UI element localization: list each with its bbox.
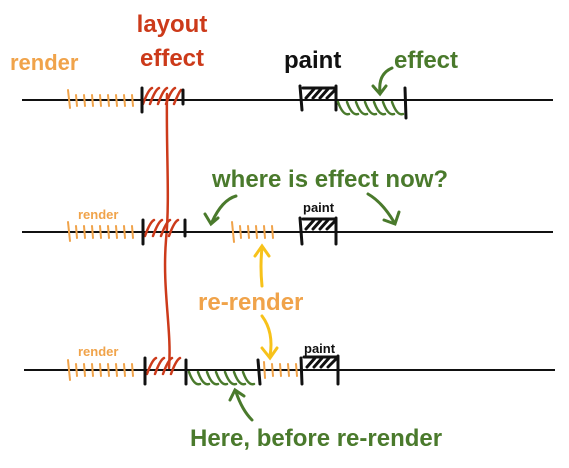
paint-segment-1	[301, 86, 336, 100]
effect-segment-3	[187, 370, 256, 386]
question-arrow-right	[366, 192, 401, 226]
timeline-row-3	[24, 354, 555, 422]
re-render-arrow-up	[253, 243, 271, 288]
render-label-top: render	[10, 50, 79, 75]
render-label-bottom: render	[78, 344, 118, 359]
effect-label-top: effect	[394, 47, 458, 74]
here-arrow	[228, 387, 254, 422]
boundary-ticks-1	[140, 84, 408, 120]
boundary-ticks-3	[143, 354, 340, 386]
re-render-segment-3	[263, 361, 298, 379]
layout-effect-label-line2: effect	[140, 45, 204, 72]
paint-label-mid: paint	[303, 200, 335, 215]
render-label-mid: render	[78, 207, 118, 222]
paint-label-top: paint	[284, 47, 341, 74]
boundary-ticks-2	[141, 216, 338, 246]
paint-label-bottom: paint	[304, 341, 336, 356]
render-segment-1	[67, 89, 134, 109]
effect-segment-1	[336, 100, 405, 116]
timeline-row-1	[22, 66, 553, 120]
layout-effect-label-line1: layout	[137, 11, 208, 38]
re-render-label: re-render	[198, 289, 303, 316]
re-render-segment-2	[231, 221, 274, 243]
layout-effect-segment-3	[145, 356, 182, 376]
render-segment-3	[67, 359, 134, 381]
where-is-effect-label: where is effect now?	[211, 166, 448, 193]
paint-segment-2	[301, 217, 336, 231]
render-segment-2	[67, 221, 134, 242]
layout-effect-segment-1	[141, 86, 183, 106]
layout-effect-connector	[163, 92, 171, 370]
effect-arrow-1	[371, 66, 394, 97]
here-before-re-render-label: Here, before re-render	[190, 425, 442, 452]
timeline-row-2	[22, 192, 553, 246]
re-render-arrow-down	[260, 314, 279, 361]
paint-segment-3	[302, 355, 338, 369]
question-arrow-left	[203, 194, 238, 227]
layout-effect-segment-2	[143, 218, 180, 238]
